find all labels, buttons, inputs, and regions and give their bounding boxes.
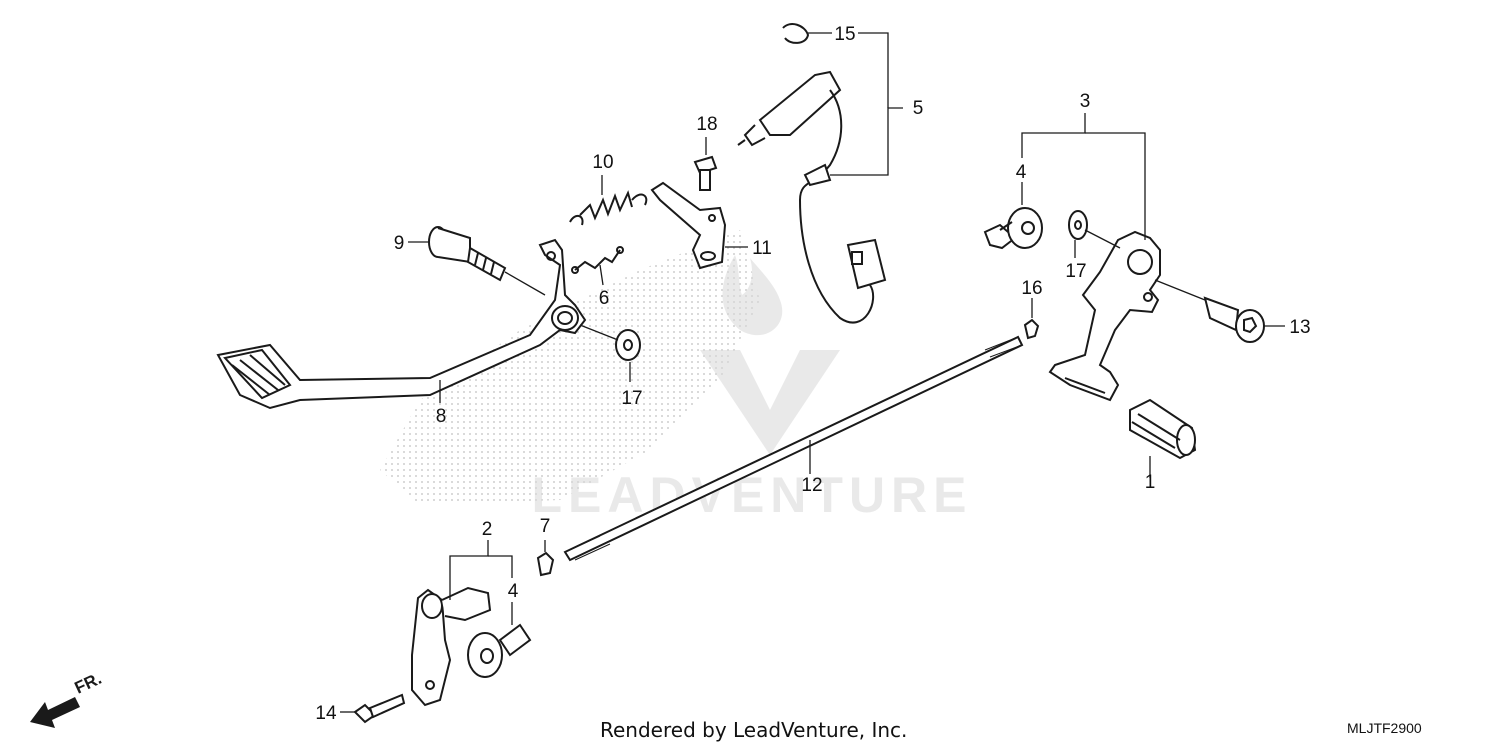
callout-15: 15 — [834, 24, 855, 45]
diagram-code: MLJTF2900 — [1347, 720, 1422, 736]
shift-pedal-rubber — [1129, 398, 1197, 460]
shift-pivot-bolt — [1203, 296, 1265, 343]
callout-12: 12 — [801, 475, 822, 496]
callout-4-lower: 4 — [508, 581, 519, 602]
shift-pedal-arm — [1048, 230, 1161, 402]
joint-lower — [467, 623, 532, 678]
stipple-background — [380, 230, 760, 505]
callout-18: 18 — [696, 114, 717, 135]
return-spring — [569, 190, 648, 226]
callout-10: 10 — [592, 152, 613, 173]
rendered-by-footer: Rendered by LeadVenture, Inc. — [600, 718, 908, 742]
arm-bolt — [353, 693, 406, 724]
callout-1: 1 — [1145, 472, 1156, 493]
callout-9: 9 — [394, 233, 405, 254]
callout-4-upper: 4 — [1016, 162, 1027, 183]
callout-5: 5 — [913, 98, 924, 119]
spring-clip — [571, 246, 624, 274]
callout-8: 8 — [436, 406, 447, 427]
brake-light-switch — [737, 70, 887, 324]
shift-rod — [563, 335, 1024, 562]
front-direction-label: FR. — [72, 669, 105, 698]
callout-14: 14 — [315, 703, 337, 724]
callout-17-lower: 17 — [621, 388, 642, 409]
callout-16: 16 — [1021, 278, 1042, 299]
wire-clip — [782, 23, 810, 44]
switch-bolt — [693, 155, 718, 191]
leadventure-watermark: LEADVENTURE — [531, 255, 972, 523]
callout-labels: 1 2 3 4 4 5 6 7 8 9 10 11 12 13 14 15 16… — [315, 24, 1310, 724]
washer-lower — [615, 329, 641, 361]
washer-upper — [1068, 210, 1088, 240]
front-direction-arrow: FR. — [30, 669, 105, 728]
callout-6: 6 — [599, 288, 610, 309]
switch-bracket — [650, 181, 727, 270]
callout-3: 3 — [1080, 91, 1091, 112]
rod-nut-upper — [1023, 318, 1040, 340]
rod-nut-lower — [536, 551, 555, 577]
joint-upper — [983, 207, 1043, 250]
brake-pedal — [216, 238, 587, 410]
callout-17-upper: 17 — [1065, 261, 1086, 282]
callout-11: 11 — [752, 238, 772, 259]
lower-shift-arm — [411, 586, 492, 707]
watermark-text: LEADVENTURE — [531, 467, 972, 523]
leader-lines — [340, 32, 1285, 713]
pivot-bolt — [428, 226, 507, 282]
callout-13: 13 — [1289, 317, 1310, 338]
callout-7: 7 — [540, 516, 551, 537]
callout-2: 2 — [482, 519, 493, 540]
